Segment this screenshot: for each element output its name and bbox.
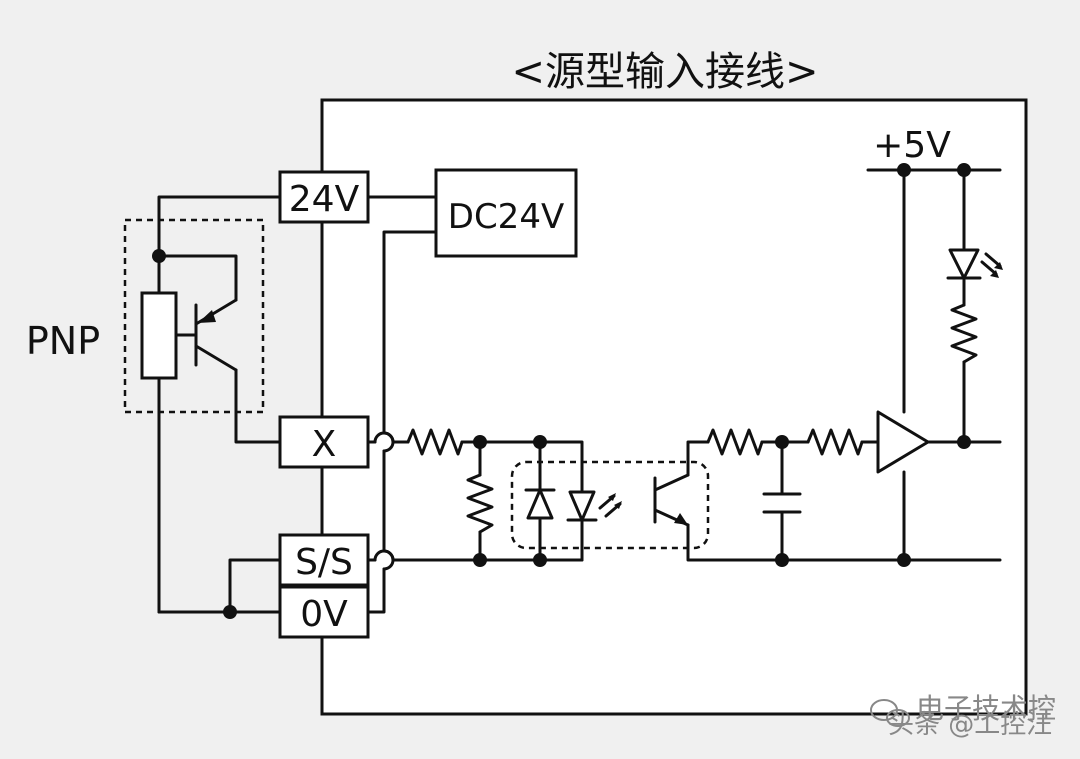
module-enclosure [320,98,1028,716]
opto-led-forward [566,490,622,522]
terminal-x: X [278,415,370,469]
wechat-icon [870,699,910,727]
phototransistor [653,473,690,527]
junction-dot [533,553,547,567]
terminal-24v-label: 24V [289,179,360,220]
plus-5v-label: +5V [873,125,951,166]
pnp-sensor-outline [123,218,265,414]
pnp-label: PNP [26,319,100,363]
optocoupler-outline [510,460,710,550]
junction-dot [473,553,487,567]
watermark: 电子技术控 头条 @工控汪 [870,692,1056,740]
junction-dot [897,163,911,177]
filter-capacitor [762,492,802,514]
junction-dot [957,435,971,449]
dc24v-label: DC24V [448,197,564,237]
junction-dot [152,249,166,263]
junction-dot [533,435,547,449]
junction-dot [897,553,911,567]
input-resistor [406,428,464,456]
junction-dots [473,163,971,567]
terminal-x-label: X [312,424,337,465]
sensor-resistor [140,291,178,380]
junction-dot [473,435,487,449]
terminal-ss-label: S/S [295,542,353,583]
dc24v-supply: DC24V [434,168,578,258]
indicator-led [946,248,1003,280]
junction-dot [957,163,971,177]
external-wiring [152,195,282,619]
opto-led-reverse [524,488,556,520]
led-resistor [950,303,978,364]
junction-dot [775,553,789,567]
terminal-0v-label: 0V [300,594,348,635]
series-resistor [806,428,864,456]
watermark-line1: 电子技术控 [916,692,1056,725]
terminal-0v: 0V [278,585,370,639]
internal-wiring [366,168,1002,614]
base-resistor [706,428,764,456]
diagram-title: <源型输入接线> [511,49,818,95]
shunt-resistor [466,473,494,534]
junction-dot [775,435,789,449]
pnp-transistor-symbol [140,291,238,380]
terminal-24v: 24V [278,170,370,224]
watermark-line2: 头条 @工控汪 [888,710,1052,740]
junction-dot [223,605,237,619]
terminal-ss: S/S [278,533,370,587]
buffer-amplifier [876,410,930,474]
